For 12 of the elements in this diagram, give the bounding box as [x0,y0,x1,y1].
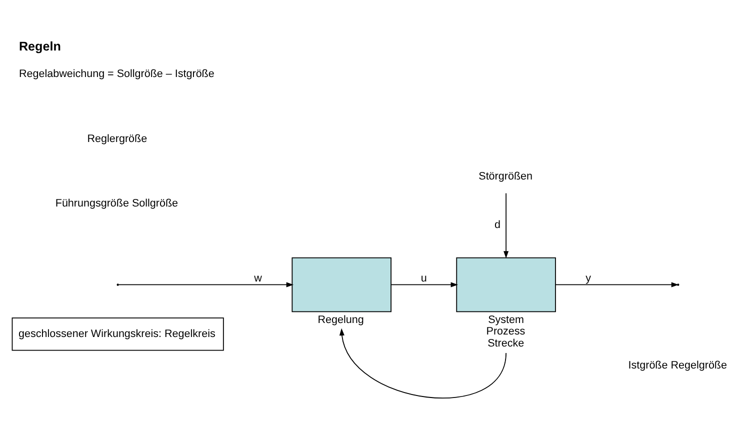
edge-label: d [494,218,501,230]
label: Regelabweichung = Sollgröße – Istgröße [18,68,214,80]
label: Istgröße Regelgröße [628,358,728,371]
node-label: System Prozess Strecke [486,314,526,349]
edge-label: y [586,272,591,284]
edge-label: u [420,272,427,284]
edge-label: w [254,272,262,284]
node-label: Regelung [318,314,364,326]
label: Reglergröße [87,132,148,144]
label: Führungsgröße Sollgröße [55,197,178,210]
diagram-title: Regeln [18,38,61,53]
node-text: Störgrößen [478,170,532,182]
